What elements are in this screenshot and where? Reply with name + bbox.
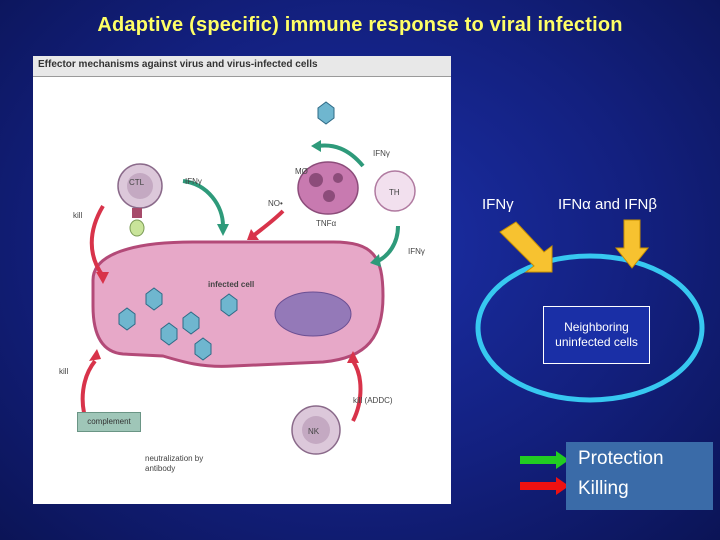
ifn-gamma-top-label: IFNγ — [373, 149, 390, 158]
legend-box: Protection Killing — [566, 442, 713, 510]
slide-title: Adaptive (specific) immune response to v… — [97, 14, 623, 36]
ifn-alpha-beta-arrow — [614, 219, 650, 269]
macrophage-label: MØ — [295, 167, 308, 176]
legend-killing-label: Killing — [578, 478, 629, 499]
legend-arrows — [520, 451, 569, 495]
ifn-gamma-arrow — [499, 221, 553, 273]
effector-figure: Effector mechanisms against virus and vi… — [33, 56, 451, 504]
right-diagram — [475, 219, 705, 403]
tnf-alpha-label: TNFα — [316, 219, 337, 228]
neighbor-cells-text: Neighboring uninfected cells — [555, 320, 638, 349]
nk-label: NK — [308, 427, 320, 436]
killing-arrow — [520, 477, 569, 495]
neutralization-label: neutralization by antibody — [145, 454, 204, 473]
virus-top — [317, 101, 335, 125]
figure-header: Effector mechanisms against virus and vi… — [33, 56, 451, 77]
figure-diagram: infected cell CTL MØ TH NK — [59, 101, 425, 455]
ifn-gamma-right-label: IFNγ — [408, 247, 425, 256]
legend-protection-label: Protection — [578, 448, 664, 469]
nucleus — [274, 291, 352, 337]
infected-cell-label: infected cell — [208, 280, 254, 289]
kill-addc-label: kill (ADDC) — [353, 396, 393, 405]
virus-particles — [118, 287, 238, 361]
complement-box: complement — [77, 412, 141, 432]
neighbor-cells-box: Neighboring uninfected cells — [543, 306, 650, 364]
neighbor-circle — [475, 253, 705, 403]
ifn-gamma-ctl-label: IFNγ — [185, 177, 202, 186]
th-label: TH — [389, 188, 400, 197]
kill-top-label: kill — [73, 211, 83, 220]
no-label: NO• — [268, 199, 283, 208]
kill-left-label: kill — [59, 367, 69, 376]
figure-header-text: Effector mechanisms against virus and vi… — [38, 59, 318, 70]
ctl-label: CTL — [129, 178, 145, 187]
ifn-gamma-label: IFNγ — [482, 196, 514, 213]
protection-arrow — [520, 451, 569, 469]
th-cell — [374, 170, 416, 212]
ifn-alpha-beta-label: IFNα and IFNβ — [558, 196, 657, 213]
